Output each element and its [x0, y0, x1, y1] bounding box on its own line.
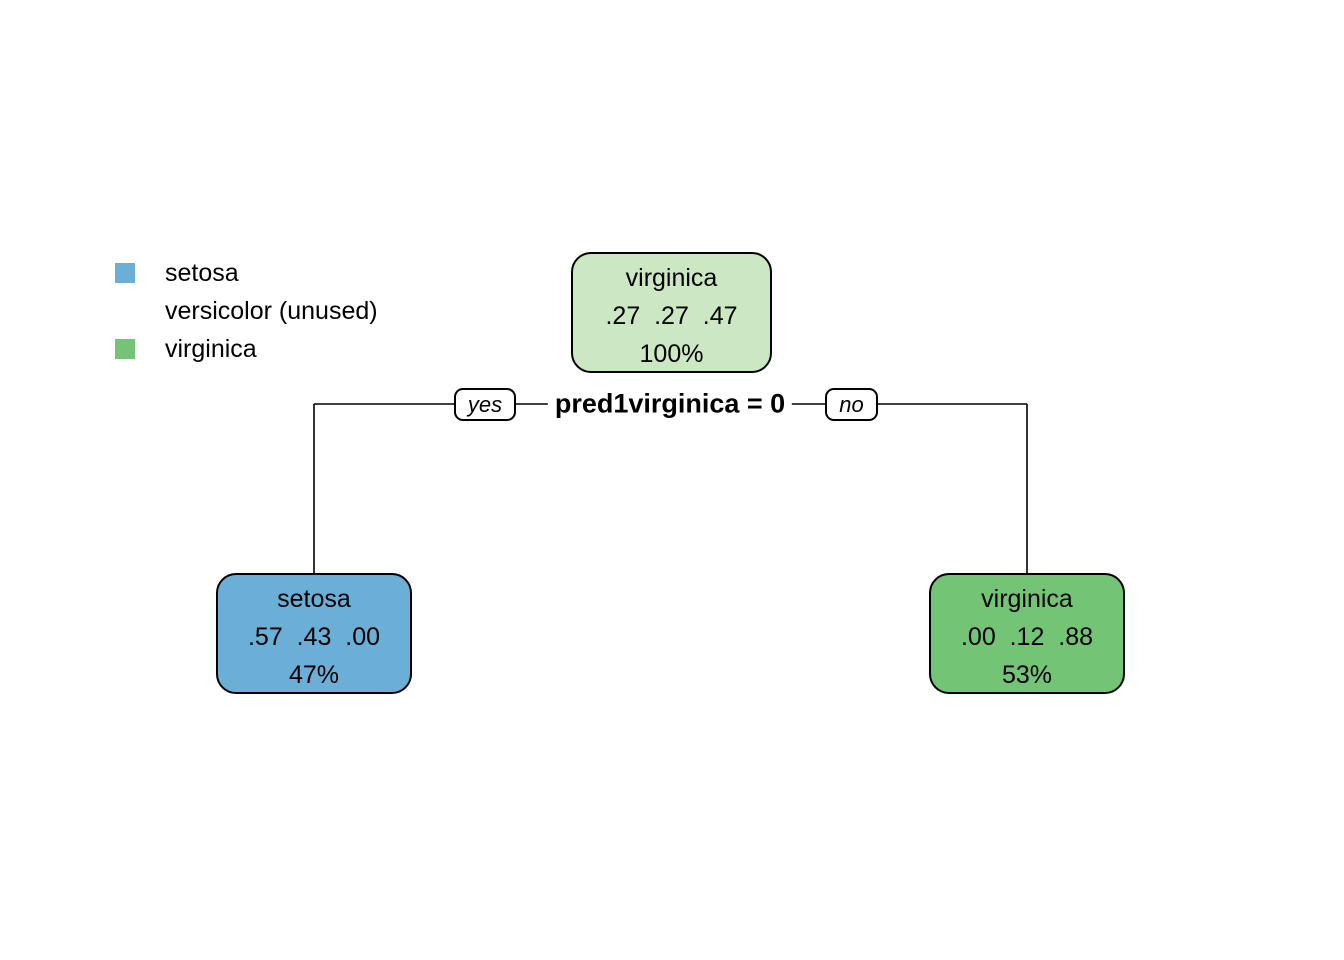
node-right-probabilities: .00 .12 .88	[960, 623, 1094, 651]
node-left-probabilities: .57 .43 .00	[247, 623, 381, 651]
class-legend: setosa versicolor (unused) virginica	[115, 254, 378, 368]
legend-item-setosa: setosa	[115, 254, 378, 292]
legend-label: virginica	[165, 335, 257, 363]
node-right-class-label: virginica	[981, 585, 1073, 613]
node-root-coverage: 100%	[639, 340, 704, 368]
virginica-swatch	[115, 339, 135, 359]
legend-item-virginica: virginica	[115, 330, 378, 368]
versicolor-swatch	[115, 301, 135, 321]
split-condition-label: pred1virginica = 0	[547, 388, 793, 420]
legend-item-versicolor: versicolor (unused)	[115, 292, 378, 330]
yes-branch-box: yes	[454, 388, 516, 421]
node-leaf-right: virginica .00 .12 .88 53%	[929, 573, 1125, 694]
node-root-class-label: virginica	[625, 264, 718, 292]
setosa-swatch	[115, 263, 135, 283]
legend-label: setosa	[165, 259, 239, 287]
node-root-probabilities: .27 .27 .47	[605, 302, 738, 330]
no-branch-box: no	[825, 388, 878, 421]
node-left-class-label: setosa	[277, 585, 351, 613]
node-root: virginica .27 .27 .47 100%	[571, 252, 772, 373]
node-leaf-left: setosa .57 .43 .00 47%	[216, 573, 412, 694]
node-right-coverage: 53%	[1001, 661, 1053, 689]
node-left-coverage: 47%	[288, 661, 340, 689]
legend-label: versicolor (unused)	[165, 297, 378, 325]
